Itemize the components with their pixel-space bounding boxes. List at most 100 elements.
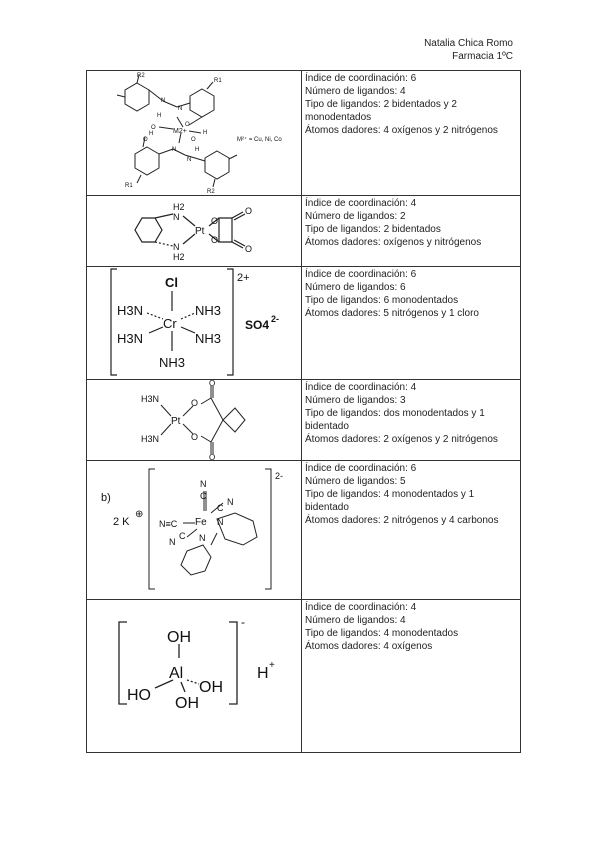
label-n-top: N [200, 479, 207, 489]
aluminate-structure: OH Al HO OH OH - H + [118, 615, 275, 712]
label-o-right-bottom: O [245, 244, 252, 254]
structure-cell: OH Al HO OH OH - H + [86, 599, 302, 753]
label-h3n-bottom: H3N [117, 331, 143, 346]
hydrogen-charge: + [269, 660, 275, 671]
coordination-index: Índice de coordinación: 6 [305, 463, 417, 474]
oxaliplatin-structure: H2 N Pt O O O O N H2 [134, 202, 252, 262]
label-o-carbonyl-top: O [209, 380, 215, 388]
label-oh-top: OH [167, 629, 191, 646]
label-h3: H [203, 130, 207, 136]
label-al: Al [169, 665, 183, 682]
table-row: OH Al HO OH OH - H + Índice de coordinac… [86, 599, 521, 753]
ligand-type: Tipo de ligandos: 6 monodentados [305, 295, 459, 306]
carboplatin-structure: H3N H3N Pt O O O O [141, 380, 246, 460]
label-nh3-right-top: NH3 [195, 303, 221, 318]
complex-charge: 2+ [237, 272, 250, 284]
ligand-count: Número de ligandos: 6 [305, 282, 406, 293]
label-n-top: N [173, 212, 180, 222]
label-h2-bottom: H2 [173, 252, 185, 262]
sulfate-counterion: SO4 [245, 318, 269, 332]
label-o-left-top: O [191, 398, 198, 408]
label-ho-left: HO [127, 687, 151, 704]
label-o-carbonyl-bottom: O [209, 453, 215, 460]
ligand-type: Tipo de ligandos: 4 monodentados y 1 bid… [305, 489, 475, 513]
label-nh3-right-bottom: NH3 [195, 331, 221, 346]
label-c-bottom: C [179, 531, 186, 541]
label-n-bottom: N [169, 537, 176, 547]
complex-charge: - [241, 615, 245, 629]
metal-note: M²⁺ = Cu, Ni, Co [237, 136, 282, 143]
info-cell: Índice de coordinación: 6 Número de liga… [301, 460, 521, 600]
complex-charge: 2- [275, 471, 283, 481]
structure-cell: R2 R1 N N O O M2+ H H H H O O N N R1 R2 … [86, 70, 302, 196]
potassium-cation: 2 K [113, 516, 130, 528]
label-pt: Pt [195, 226, 205, 237]
potassium-charge-icon: ⊕ [135, 509, 143, 520]
label-r1-top: R1 [214, 78, 222, 84]
label-nh3-bottom: NH3 [159, 355, 185, 370]
label-n-right: N [227, 497, 234, 507]
info-cell: Índice de coordinación: 6 Número de liga… [301, 266, 521, 380]
label-n3: N [172, 147, 176, 153]
chromium-complex-structure: Cl H3N NH3 Cr H3N NH3 NH3 2+ SO4 2- [110, 268, 279, 376]
donor-atoms: Átomos dadores: 2 oxígenos y 2 nitrógeno… [305, 434, 498, 445]
label-n1: N [161, 98, 165, 104]
info-cell: Índice de coordinación: 6 Número de liga… [301, 70, 521, 196]
label-o-right-top: O [245, 206, 252, 216]
ligand-count: Número de ligandos: 3 [305, 395, 406, 406]
iron-cyano-complex-structure: b) 2 K ⊕ 2- N C N C N≡C Fe N C N N [101, 468, 283, 590]
table-row: H2 N Pt O O O O N H2 Índice de coordinac… [86, 195, 521, 267]
label-pt: Pt [171, 416, 181, 427]
label-n4: N [187, 157, 191, 163]
label-cr: Cr [163, 316, 177, 331]
label-h3n-bottom: H3N [141, 434, 159, 444]
label-n-pyridine-1: N [217, 517, 224, 527]
donor-atoms: Átomos dadores: oxígenos y nitrógenos [305, 237, 482, 248]
table-row: H3N H3N Pt O O O O Índice de coordinació… [86, 379, 521, 461]
label-o-left-top: O [211, 216, 218, 226]
sulfate-charge: 2- [271, 314, 279, 324]
label-c-right: C [217, 503, 224, 513]
table-row: R2 R1 N N O O M2+ H H H H O O N N R1 R2 … [86, 70, 521, 196]
donor-atoms: Átomos dadores: 5 nitrógenos y 1 cloro [305, 308, 479, 319]
coordination-index: Índice de coordinación: 4 [305, 382, 417, 393]
coordination-index: Índice de coordinación: 6 [305, 73, 417, 84]
course-label: Farmacia 1ºC [452, 51, 513, 62]
label-nc-left: N≡C [159, 519, 178, 529]
label-h2-top: H2 [173, 202, 185, 212]
label-h3n-top: H3N [141, 394, 159, 404]
ligand-type: Tipo de ligandos: 2 bidentados y 2 monod… [305, 99, 457, 123]
label-h4: H [195, 147, 199, 153]
label-o1: O [151, 125, 156, 131]
label-b: b) [101, 492, 111, 504]
label-o3: O [143, 137, 148, 143]
label-o4: O [191, 137, 196, 143]
table-row: b) 2 K ⊕ 2- N C N C N≡C Fe N C N N Índic… [86, 460, 521, 600]
coordination-index: Índice de coordinación: 4 [305, 198, 417, 209]
ligand-count: Número de ligandos: 2 [305, 211, 406, 222]
table-row: Cl H3N NH3 Cr H3N NH3 NH3 2+ SO4 2- Índi… [86, 266, 521, 380]
label-n2: N [178, 106, 182, 112]
ligand-type: Tipo de ligandos: 2 bidentados [305, 224, 441, 235]
label-r1-bottom: R1 [125, 183, 133, 189]
info-cell: Índice de coordinación: 4 Número de liga… [301, 195, 521, 267]
label-c-top: C [200, 491, 207, 501]
structure-cell: Cl H3N NH3 Cr H3N NH3 NH3 2+ SO4 2- [86, 266, 302, 380]
structure-cell: b) 2 K ⊕ 2- N C N C N≡C Fe N C N N [86, 460, 302, 600]
label-o-left-bottom: O [191, 432, 198, 442]
page-header: Natalia Chica Romo Farmacia 1ºC [424, 37, 513, 63]
ligand-type: Tipo de ligandos: 4 monodentados [305, 628, 459, 639]
author-name: Natalia Chica Romo [424, 38, 513, 49]
coordination-index: Índice de coordinación: 4 [305, 602, 417, 613]
label-oh-right: OH [199, 679, 223, 696]
donor-atoms: Átomos dadores: 4 oxígenos [305, 641, 433, 652]
label-oh-bottom: OH [175, 695, 199, 712]
ligand-count: Número de ligandos: 5 [305, 476, 406, 487]
label-r2-top: R2 [137, 73, 145, 79]
coordination-index: Índice de coordinación: 6 [305, 269, 417, 280]
label-fe: Fe [195, 517, 207, 528]
label-n-bottom: N [173, 242, 180, 252]
label-h3n-top: H3N [117, 303, 143, 318]
ligand-count: Número de ligandos: 4 [305, 86, 406, 97]
complexes-table: R2 R1 N N O O M2+ H H H H O O N N R1 R2 … [86, 70, 521, 753]
